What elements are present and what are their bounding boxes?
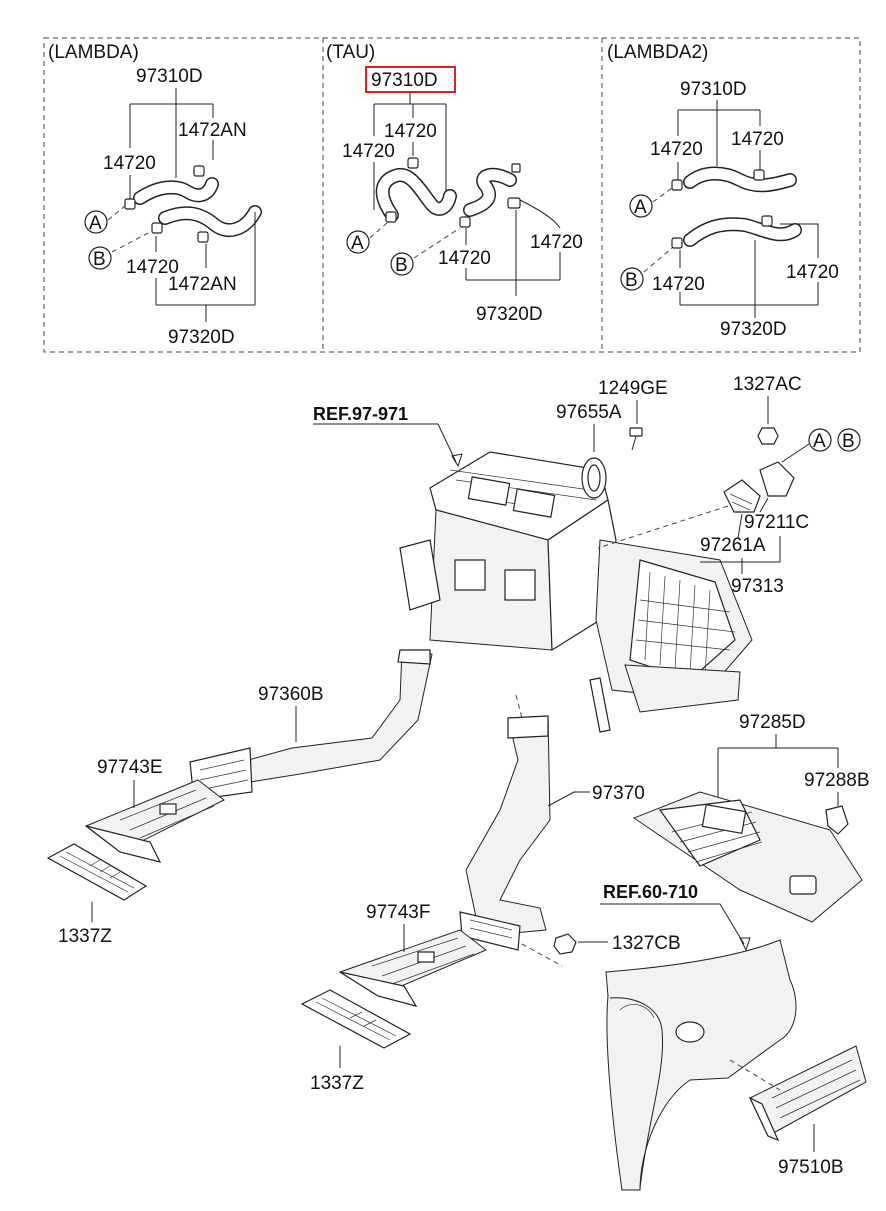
cover-c-label[interactable]: 97211C xyxy=(744,512,809,533)
lambda2-upper-hose-label[interactable]: 97310D xyxy=(680,79,747,100)
main-marker-b-text: B xyxy=(842,431,855,452)
lambda-upper-hose-label[interactable]: 97310D xyxy=(136,66,203,87)
variant-box xyxy=(43,37,861,353)
lambda2-clamp-upper-left-label[interactable]: 14720 xyxy=(650,139,703,160)
tau-header: (TAU) xyxy=(326,42,375,63)
tau-lower-hose xyxy=(463,167,517,217)
floor-panel xyxy=(605,939,797,1191)
lambda-clamp-top-left-label[interactable]: 14720 xyxy=(103,153,156,174)
grille-left-label[interactable]: 1337Z xyxy=(58,926,112,947)
main-marker-b[interactable] xyxy=(837,428,861,452)
lambda2-marker-a-text: A xyxy=(634,197,647,218)
lambda-upper-hose xyxy=(133,177,219,205)
lambda-marker-a[interactable] xyxy=(84,210,108,234)
tau-clamp-lower-mid-label[interactable]: 14720 xyxy=(438,248,491,269)
nut-icon xyxy=(757,427,779,445)
clamp-icon xyxy=(385,157,521,228)
seal-label[interactable]: 97655A xyxy=(556,402,622,423)
duct-center-label[interactable]: 97370 xyxy=(592,783,645,804)
seal-icon xyxy=(581,457,607,499)
lambda2-clamp-lower-right-label[interactable]: 14720 xyxy=(786,262,839,283)
lambda2-marker-b[interactable] xyxy=(620,267,644,291)
rear-duct-tray xyxy=(632,791,863,923)
lambda-marker-a-text: A xyxy=(89,213,102,234)
lambda-lower-hose xyxy=(158,205,262,238)
cover-assy-label[interactable]: 97313 xyxy=(731,576,784,597)
main-marker-a[interactable] xyxy=(808,428,832,452)
lambda-marker-b[interactable] xyxy=(88,246,112,270)
lambda2-clamp-upper-right-label[interactable]: 14720 xyxy=(731,129,784,150)
grille-center xyxy=(300,989,412,1049)
bolt-label[interactable]: 1249GE xyxy=(598,378,668,399)
heater-unit xyxy=(399,451,753,733)
left-duct xyxy=(189,649,433,801)
tau-marker-b-text: B xyxy=(395,255,408,276)
lambda-lower-hose-label[interactable]: 97320D xyxy=(168,327,235,348)
grille-left xyxy=(46,843,148,901)
vent-e-label[interactable]: 97743E xyxy=(97,757,163,778)
lambda2-marker-b-text: B xyxy=(625,270,638,291)
ref-floor-label[interactable]: REF.60-710 xyxy=(603,882,698,902)
tau-upper-hose-label[interactable]: 97310D xyxy=(371,70,438,91)
center-duct xyxy=(459,715,551,951)
tau-marker-b[interactable] xyxy=(390,252,414,276)
lambda2-panel: (LAMBDA2) 97310D 14720 14720 A B 14720 1… xyxy=(607,42,839,340)
tau-clamp-upper-right-label[interactable]: 14720 xyxy=(384,121,437,142)
lambda-clamp-bottom-right-label[interactable]: 1472AN xyxy=(168,274,237,295)
bolt-icon xyxy=(629,427,643,451)
clamp-icon xyxy=(671,169,773,249)
cover-plate-icon xyxy=(723,461,795,513)
clamp-icon xyxy=(124,165,209,243)
lambda2-lower-hose xyxy=(683,217,802,247)
tau-marker-a[interactable] xyxy=(346,230,370,254)
vent-f xyxy=(338,929,487,1007)
lambda-clamp-top-right-label[interactable]: 1472AN xyxy=(178,120,247,141)
tau-clamp-upper-left-label[interactable]: 14720 xyxy=(342,141,395,162)
lambda2-lower-hose-label[interactable]: 97320D xyxy=(720,319,787,340)
rear-vent xyxy=(748,1045,867,1142)
bracket-icon xyxy=(825,805,849,835)
tau-upper-hose xyxy=(375,168,457,222)
cover-a-label[interactable]: 97261A xyxy=(700,535,766,556)
lambda-panel: (LAMBDA) 97310D 1472AN 14720 A B xyxy=(48,42,262,348)
duct-assy-right-label[interactable]: 97285D xyxy=(739,712,806,733)
lambda2-upper-hose xyxy=(683,166,797,193)
vent-f-label[interactable]: 97743F xyxy=(366,902,430,923)
nut-cb-label[interactable]: 1327CB xyxy=(612,933,681,954)
lambda-marker-b-text: B xyxy=(93,249,106,270)
tau-panel: (TAU) 97310D 14720 14720 A B 14720 xyxy=(326,42,583,325)
lambda-header: (LAMBDA) xyxy=(48,42,139,63)
tau-lower-hose-label[interactable]: 97320D xyxy=(476,304,543,325)
grille-center-label[interactable]: 1337Z xyxy=(310,1073,364,1094)
lambda-clamp-bottom-left-label[interactable]: 14720 xyxy=(126,257,179,278)
lambda2-header: (LAMBDA2) xyxy=(607,42,708,63)
tau-marker-a-text: A xyxy=(351,233,364,254)
bracket-label[interactable]: 97288B xyxy=(804,770,870,791)
tau-clamp-lower-right-label[interactable]: 14720 xyxy=(530,232,583,253)
lambda2-marker-a[interactable] xyxy=(629,194,653,218)
nut-cb-icon xyxy=(553,933,577,955)
lambda2-clamp-lower-left-label[interactable]: 14720 xyxy=(652,274,705,295)
vent-rear-label[interactable]: 97510B xyxy=(778,1157,844,1178)
ref-heater-label[interactable]: REF.97-971 xyxy=(313,404,408,424)
vent-e xyxy=(85,779,225,863)
duct-left-label[interactable]: 97360B xyxy=(258,684,324,705)
main-marker-a-text: A xyxy=(813,431,826,452)
nut-top-label[interactable]: 1327AC xyxy=(733,374,802,395)
